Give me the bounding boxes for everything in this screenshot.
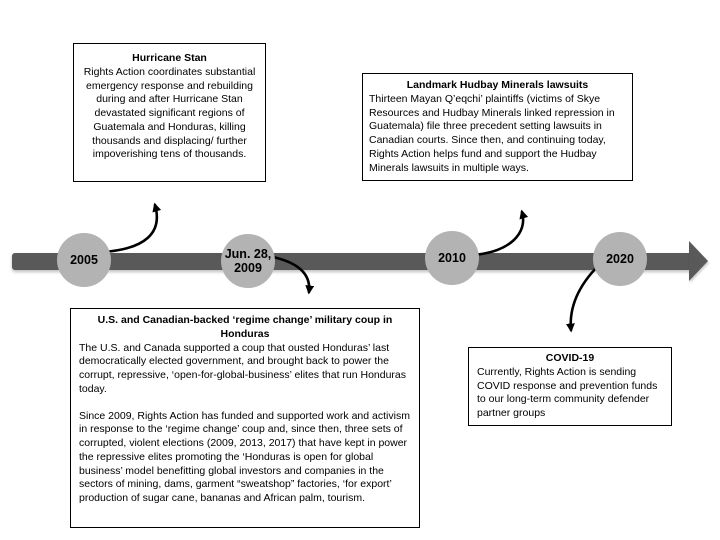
timeline-node-2020: 2020 <box>593 232 647 286</box>
arrow-2010-to-hudbay-box <box>471 209 529 257</box>
event-body-honduras-coup-paragraph-2: Since 2009, Rights Action has funded and… <box>79 409 410 505</box>
arrow-2005-to-hurricane-box <box>101 202 162 254</box>
event-title-hurricane-stan: Hurricane Stan <box>132 52 207 64</box>
timeline-node-jun-28-2009: Jun. 28, 2009 <box>221 234 275 288</box>
timeline-node-2010: 2010 <box>425 231 479 285</box>
timeline-node-2005: 2005 <box>57 233 111 287</box>
arrow-2020-to-covid-box <box>565 263 601 333</box>
event-box-hudbay-lawsuits: Landmark Hudbay Minerals lawsuits Thirte… <box>362 73 633 181</box>
event-box-covid-19: COVID-19 Currently, Rights Action is sen… <box>468 347 672 426</box>
event-body-honduras-coup: The U.S. and Canada supported a coup tha… <box>79 342 411 506</box>
event-body-hudbay-lawsuits: Thirteen Mayan Q’eqchi’ plaintiffs (vict… <box>369 92 615 174</box>
event-box-hurricane-stan: Hurricane Stan Rights Action coordinates… <box>73 43 266 182</box>
event-box-honduras-coup: U.S. and Canadian-backed ‘regime change’… <box>70 308 420 528</box>
event-body-hurricane-stan: Rights Action coordinates substantial em… <box>83 65 256 161</box>
event-body-covid-19: Currently, Rights Action is sending COVI… <box>477 365 658 419</box>
timeline-bar <box>12 253 691 270</box>
event-body-honduras-coup-paragraph-1: The U.S. and Canada supported a coup tha… <box>79 341 407 395</box>
arrow-2009-to-coup-box <box>266 254 315 295</box>
timeline-arrowhead-icon <box>689 241 708 281</box>
event-title-hudbay-lawsuits: Landmark Hudbay Minerals lawsuits <box>406 79 589 91</box>
event-title-covid-19: COVID-19 <box>545 352 595 364</box>
event-title-honduras-coup: U.S. and Canadian-backed ‘regime change’… <box>97 314 393 340</box>
